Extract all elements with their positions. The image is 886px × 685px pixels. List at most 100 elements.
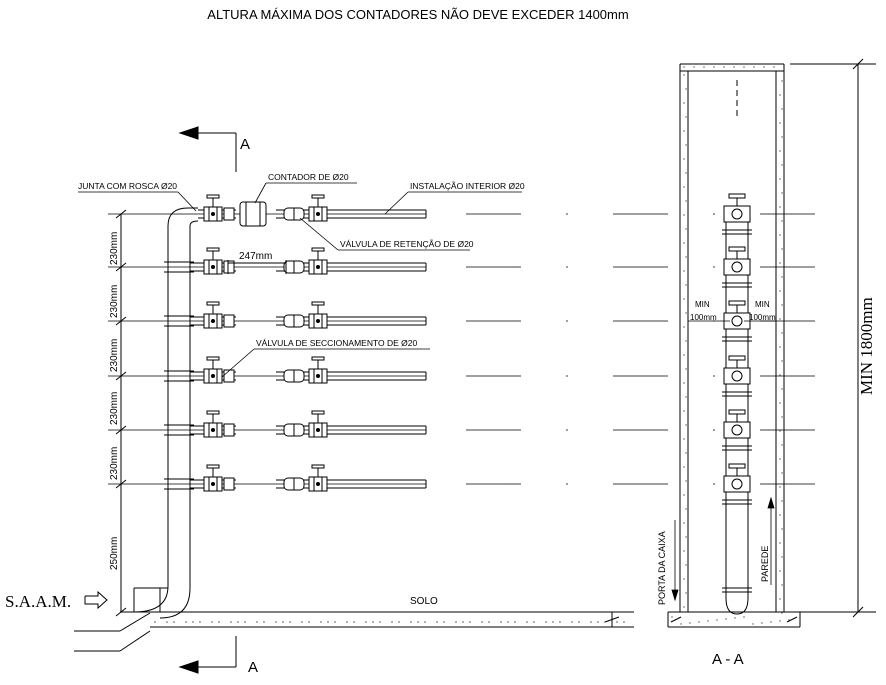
section-valve-port bbox=[731, 261, 743, 273]
hatch-dot bbox=[779, 206, 781, 208]
hatch-dot bbox=[716, 619, 718, 621]
hatch-dot bbox=[761, 622, 763, 624]
porta-arrow bbox=[671, 520, 679, 602]
hatch-dot bbox=[462, 621, 464, 623]
hatch-dot bbox=[571, 621, 573, 623]
hatch-dot bbox=[263, 621, 265, 623]
parede-arrow bbox=[767, 496, 775, 585]
hatch-dot bbox=[703, 66, 705, 68]
dim-label-6: 250mm bbox=[109, 537, 120, 570]
hatch-dot bbox=[410, 621, 412, 623]
hatch-dot bbox=[779, 430, 781, 432]
meter-row-3 bbox=[108, 301, 825, 329]
union-fitting bbox=[223, 314, 235, 328]
section-valve-handle bbox=[728, 246, 746, 252]
box-outline bbox=[679, 63, 785, 612]
hatch-dot bbox=[526, 621, 528, 623]
hatch-dot bbox=[623, 621, 625, 623]
section-valve-handle bbox=[728, 300, 746, 306]
hatch-dot bbox=[781, 444, 783, 446]
hatch-dot bbox=[500, 621, 502, 623]
section-fitting-4 bbox=[722, 355, 752, 397]
callout-shutoff-valve: VÁLVULA DE SECCIONAMENTO DE Ø20 bbox=[256, 338, 418, 348]
min-right-value: 100mm bbox=[749, 313, 776, 322]
hatch-dot bbox=[779, 486, 781, 488]
hatch-dot bbox=[507, 621, 509, 623]
hatch-dot bbox=[779, 290, 781, 292]
outlet-valve-icon bbox=[308, 247, 328, 275]
dim-label-5: 230mm bbox=[109, 447, 120, 480]
hatch-dot bbox=[455, 621, 457, 623]
shutoff-valve-icon bbox=[203, 194, 223, 222]
hatch-dot bbox=[683, 606, 685, 608]
hatch-dot bbox=[683, 494, 685, 496]
dimension-tick bbox=[115, 479, 127, 489]
hatch-dot bbox=[308, 621, 310, 623]
hatch-dot bbox=[781, 164, 783, 166]
hatch-dot bbox=[230, 621, 232, 623]
section-fitting-6 bbox=[722, 463, 752, 505]
hatch-dot bbox=[781, 304, 783, 306]
hatch-dot bbox=[779, 318, 781, 320]
section-valve-port bbox=[731, 315, 743, 327]
hatch-dot bbox=[753, 66, 755, 68]
hatch-dot bbox=[683, 522, 685, 524]
drawing-title: ALTURA MÁXIMA DOS CONTADORES NÃO DEVE EX… bbox=[207, 7, 628, 22]
section-valve-body bbox=[723, 367, 751, 385]
section-arrow-top bbox=[178, 126, 237, 172]
hatch-dot bbox=[683, 578, 685, 580]
hatch-dot bbox=[327, 621, 329, 623]
hatch-dot bbox=[685, 340, 687, 342]
dim-247 bbox=[227, 260, 287, 274]
hatch-dot bbox=[685, 452, 687, 454]
section-valve-body bbox=[723, 421, 751, 439]
dim-247-label: 247mm bbox=[239, 251, 272, 262]
section-mark-top: A bbox=[240, 136, 250, 153]
outlet-valve-icon bbox=[308, 410, 328, 438]
section-valve-body bbox=[723, 475, 751, 493]
section-valve-body bbox=[723, 205, 751, 223]
hatch-dot bbox=[683, 130, 685, 132]
hatch-dot bbox=[779, 346, 781, 348]
hatch-dot bbox=[781, 220, 783, 222]
meter-row-2 bbox=[108, 247, 825, 275]
hatch-dot bbox=[282, 621, 284, 623]
dim-label-3: 230mm bbox=[109, 339, 120, 372]
hatch-dot bbox=[365, 621, 367, 623]
section-valve-handle bbox=[728, 193, 746, 199]
section-mark-bottom: A bbox=[248, 659, 258, 676]
wall-hatch bbox=[671, 66, 790, 625]
hatch-dot bbox=[693, 66, 695, 68]
hatch-dot bbox=[725, 618, 727, 620]
hatch-dot bbox=[685, 396, 687, 398]
hatch-dot bbox=[752, 623, 754, 625]
front-view: A A bbox=[5, 126, 825, 676]
callout-leaders bbox=[78, 182, 522, 378]
hatch-dot bbox=[779, 234, 781, 236]
hatch-dot bbox=[683, 326, 685, 328]
hatch-dot bbox=[683, 74, 685, 76]
hatch-dot bbox=[237, 621, 239, 623]
section-fitting-1 bbox=[722, 193, 752, 235]
hatch-dot bbox=[353, 621, 355, 623]
section-valve-port bbox=[731, 424, 743, 436]
hatch-dot bbox=[779, 598, 781, 600]
shutoff-valve-icon bbox=[203, 301, 223, 329]
hatch-dot bbox=[671, 616, 673, 618]
hatch-dot bbox=[683, 298, 685, 300]
section-valve-port bbox=[731, 370, 743, 382]
section-valve-port bbox=[731, 478, 743, 490]
section-valve-body bbox=[723, 258, 751, 276]
hatch-dot bbox=[334, 621, 336, 623]
hatch-dot bbox=[289, 621, 291, 623]
hatch-dot bbox=[779, 150, 781, 152]
section-fitting-5 bbox=[722, 409, 752, 451]
min-right-word: MIN bbox=[755, 300, 770, 309]
hatch-dot bbox=[685, 284, 687, 286]
hatch-dot bbox=[685, 88, 687, 90]
saam-label: S.A.A.M. bbox=[5, 592, 71, 611]
hatch-dot bbox=[683, 550, 685, 552]
hatch-dot bbox=[707, 620, 709, 622]
hatch-dot bbox=[166, 621, 168, 623]
